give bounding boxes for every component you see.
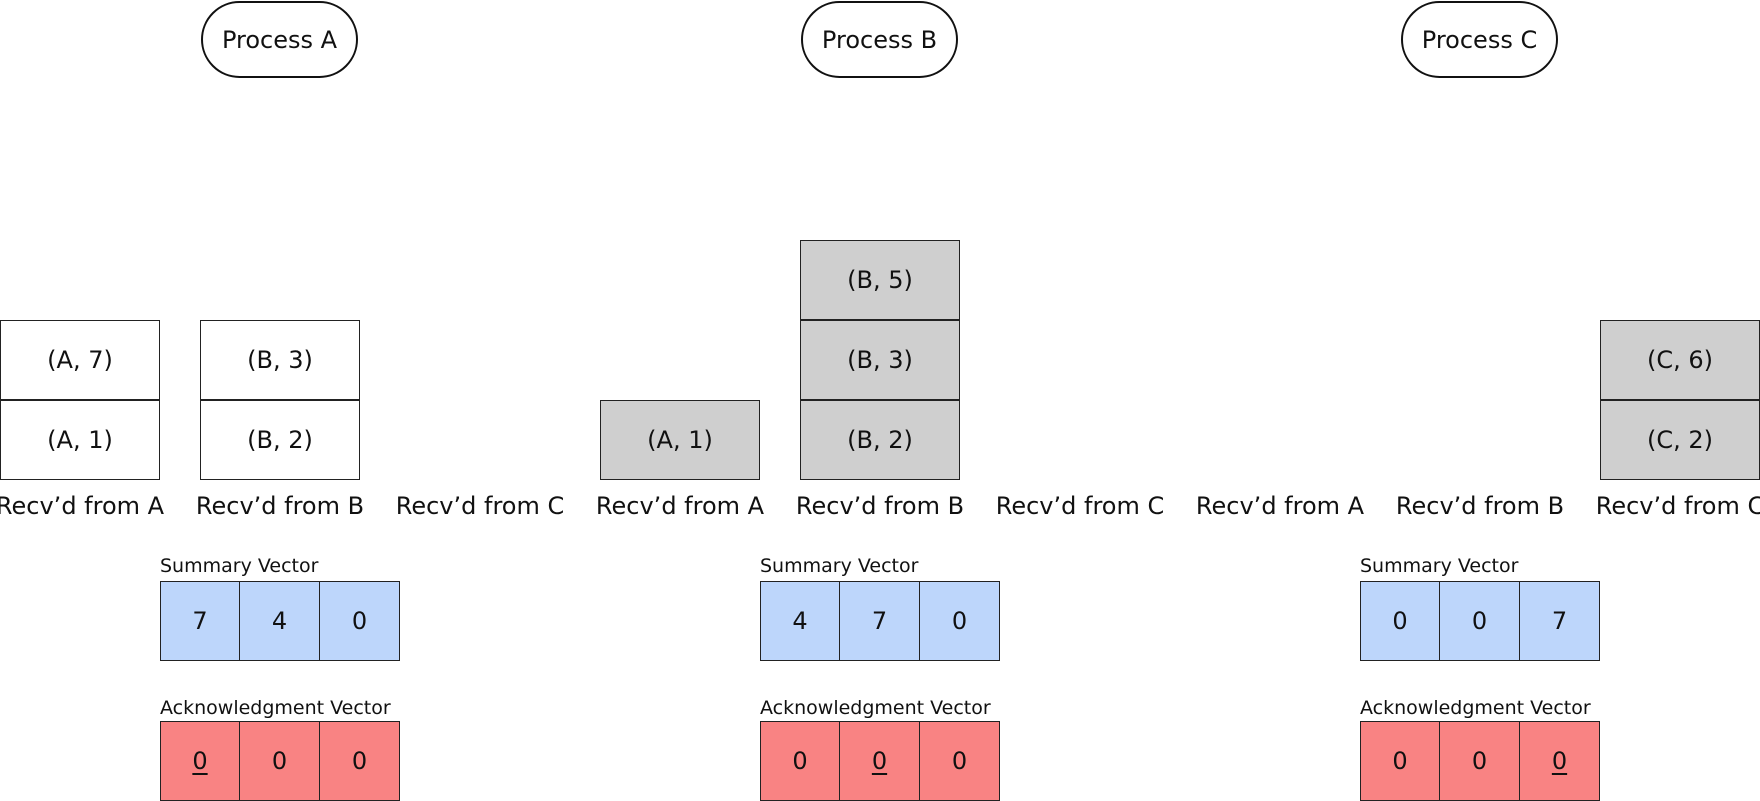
- ack-vector-value: 0: [951, 747, 968, 775]
- ack-vector: 0 0 0: [760, 721, 1000, 801]
- ack-vector-value: 0: [792, 747, 808, 775]
- recv-label: Recv’d from A: [0, 492, 165, 520]
- ack-vector-cell: 0: [1520, 721, 1600, 801]
- ack-vector-value: 0: [271, 747, 288, 775]
- recv-label: Recv’d from B: [795, 492, 965, 520]
- summary-vector-cell: 7: [160, 581, 240, 661]
- summary-vector-cell: 7: [840, 581, 920, 661]
- recv-label: Recv’d from C: [395, 492, 565, 520]
- ack-vector-label: Acknowledgment Vector: [1360, 697, 1591, 719]
- message-box: (B, 3): [200, 320, 360, 400]
- recv-label: Recv’d from B: [195, 492, 365, 520]
- summary-vector-cell: 4: [760, 581, 840, 661]
- summary-vector-label: Summary Vector: [1360, 555, 1519, 577]
- ack-vector-value: 0: [1551, 747, 1568, 775]
- ack-vector-cell: 0: [240, 721, 320, 801]
- recv-label: Recv’d from A: [595, 492, 765, 520]
- message-box: (C, 6): [1600, 320, 1760, 400]
- summary-vector-cell: 0: [1360, 581, 1440, 661]
- ack-vector-value: 0: [871, 747, 888, 775]
- ack-vector-cell: 0: [760, 721, 840, 801]
- ack-vector-cell: 0: [1360, 721, 1440, 801]
- ack-vector-cell: 0: [320, 721, 400, 801]
- ack-vector-label: Acknowledgment Vector: [760, 697, 991, 719]
- summary-vector-cell: 0: [320, 581, 400, 661]
- summary-vector-cell: 0: [1440, 581, 1520, 661]
- message-box: (B, 3): [800, 320, 960, 400]
- message-box: (A, 7): [0, 320, 160, 400]
- message-box: (A, 1): [600, 400, 760, 480]
- recv-label: Recv’d from B: [1395, 492, 1565, 520]
- summary-vector-cell: 0: [920, 581, 1000, 661]
- process-a-node: Process A: [201, 1, 358, 78]
- ack-vector-cell: 0: [1440, 721, 1520, 801]
- ack-vector-cell: 0: [160, 721, 240, 801]
- recv-label: Recv’d from C: [995, 492, 1165, 520]
- message-box: (A, 1): [0, 400, 160, 480]
- summary-vector-label: Summary Vector: [760, 555, 919, 577]
- recv-label: Recv’d from C: [1595, 492, 1760, 520]
- ack-vector-cell: 0: [840, 721, 920, 801]
- ack-vector: 0 0 0: [160, 721, 400, 801]
- ack-vector-cell: 0: [920, 721, 1000, 801]
- message-box: (B, 5): [800, 240, 960, 320]
- ack-vector: 0 0 0: [1360, 721, 1600, 801]
- ack-vector-value: 0: [1471, 747, 1488, 775]
- message-box: (C, 2): [1600, 400, 1760, 480]
- recv-label: Recv’d from A: [1195, 492, 1365, 520]
- ack-vector-value: 0: [351, 747, 368, 775]
- summary-vector-cell: 4: [240, 581, 320, 661]
- message-box: (B, 2): [800, 400, 960, 480]
- ack-vector-label: Acknowledgment Vector: [160, 697, 391, 719]
- process-c-node: Process C: [1401, 1, 1558, 78]
- ack-vector-value: 0: [1392, 747, 1408, 775]
- message-box: (B, 2): [200, 400, 360, 480]
- summary-vector-label: Summary Vector: [160, 555, 319, 577]
- ack-vector-value: 0: [192, 747, 208, 775]
- summary-vector-cell: 7: [1520, 581, 1600, 661]
- process-b-node: Process B: [801, 1, 958, 78]
